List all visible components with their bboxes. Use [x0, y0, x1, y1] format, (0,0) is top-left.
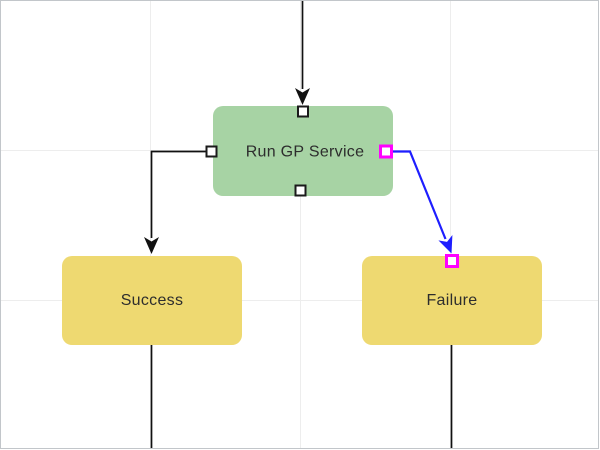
node-success-label: Success [121, 292, 184, 309]
arrowhead-down-icon [295, 88, 310, 105]
edge-gp-to-failure[interactable] [392, 150, 459, 257]
edge-incoming-top[interactable] [295, 1, 310, 105]
port-gp-top[interactable] [297, 105, 309, 118]
edge-gp-to-success-line[interactable] [150, 150, 207, 239]
node-run-gp-service-label: Run GP Service [246, 144, 365, 161]
edge-gp-to-failure-line[interactable] [392, 150, 447, 240]
port-gp-left[interactable] [205, 145, 218, 158]
port-failure-top-selected[interactable] [445, 254, 459, 268]
node-run-gp-service[interactable] [213, 106, 393, 196]
edge-gp-to-success[interactable] [144, 150, 207, 255]
port-gp-right-selected[interactable] [379, 144, 393, 159]
arrowhead-down-icon [438, 234, 453, 254]
node-failure[interactable] [362, 256, 542, 345]
port-gp-bottom[interactable] [294, 184, 307, 197]
arrowhead-down-icon [144, 237, 159, 254]
node-success[interactable] [62, 256, 242, 345]
node-failure-label: Failure [426, 292, 477, 309]
